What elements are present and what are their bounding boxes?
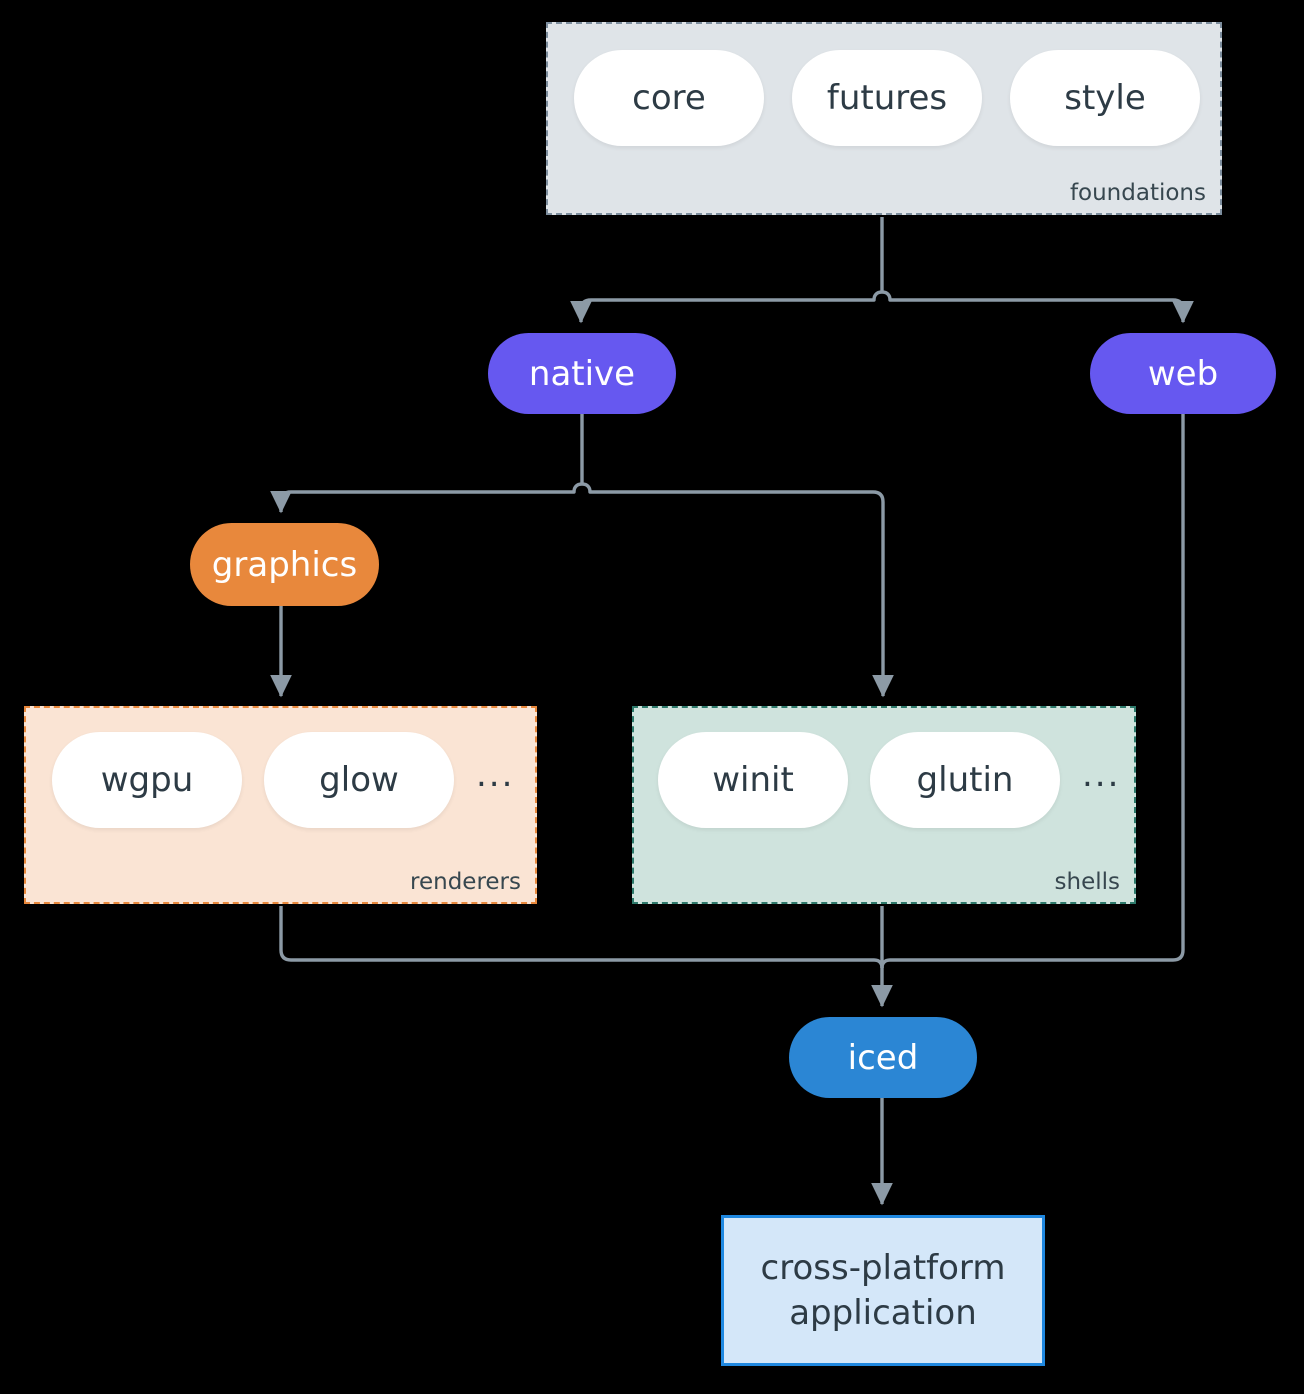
- group-shells[interactable]: winit glutin ... shells: [632, 706, 1136, 904]
- group-renderers[interactable]: wgpu glow ... renderers: [24, 706, 537, 904]
- group-foundations-items: core futures style: [574, 50, 1200, 146]
- shells-more-ellipsis: ...: [1082, 755, 1121, 795]
- group-renderers-items: wgpu glow ...: [52, 732, 514, 828]
- chip-futures[interactable]: futures: [792, 50, 982, 146]
- node-iced-label: iced: [847, 1037, 919, 1078]
- chip-glutin-label: glutin: [916, 760, 1014, 800]
- node-native[interactable]: native: [488, 333, 676, 414]
- chip-futures-label: futures: [826, 78, 948, 118]
- application-label-line1: cross-platform: [760, 1247, 1006, 1288]
- group-foundations[interactable]: core futures style foundations: [546, 22, 1222, 215]
- group-foundations-label: foundations: [1069, 180, 1206, 206]
- chip-style-label: style: [1064, 78, 1146, 118]
- chip-glow-label: glow: [319, 760, 399, 800]
- group-renderers-label: renderers: [410, 869, 521, 895]
- chip-winit[interactable]: winit: [658, 732, 848, 828]
- chip-core[interactable]: core: [574, 50, 764, 146]
- chip-wgpu[interactable]: wgpu: [52, 732, 242, 828]
- group-shells-label: shells: [1054, 869, 1120, 895]
- group-shells-items: winit glutin ...: [658, 732, 1120, 828]
- node-native-label: native: [528, 353, 636, 394]
- chip-glow[interactable]: glow: [264, 732, 454, 828]
- chip-style[interactable]: style: [1010, 50, 1200, 146]
- node-web[interactable]: web: [1090, 333, 1276, 414]
- chip-winit-label: winit: [712, 760, 794, 800]
- application-label-line2: application: [789, 1292, 977, 1333]
- chip-core-label: core: [632, 78, 706, 118]
- chip-wgpu-label: wgpu: [100, 760, 194, 800]
- node-web-label: web: [1147, 353, 1219, 394]
- node-graphics[interactable]: graphics: [190, 523, 379, 606]
- node-cross-platform-application[interactable]: cross-platform application: [721, 1215, 1045, 1366]
- node-graphics-label: graphics: [211, 544, 358, 585]
- node-iced[interactable]: iced: [789, 1017, 977, 1098]
- renderers-more-ellipsis: ...: [476, 755, 515, 795]
- chip-glutin[interactable]: glutin: [870, 732, 1060, 828]
